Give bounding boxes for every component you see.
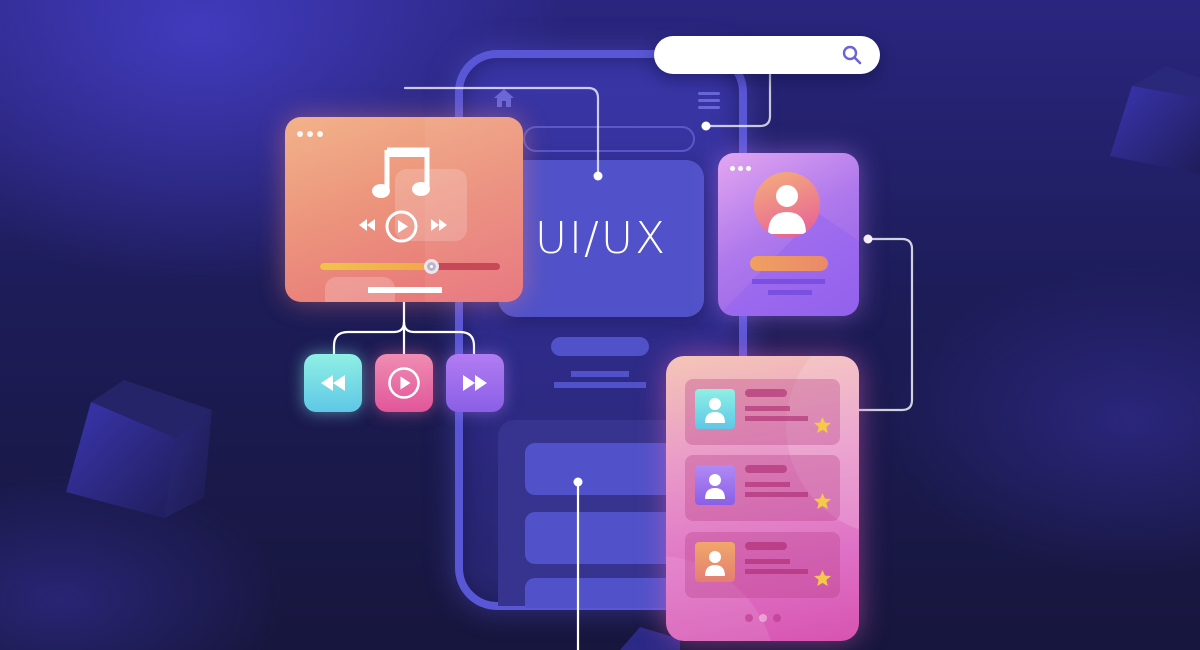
phone-address-bar[interactable] (523, 126, 695, 152)
phone-list-item[interactable] (525, 443, 685, 495)
star-icon[interactable] (813, 416, 832, 435)
play-icon[interactable] (385, 210, 418, 243)
decorative-cube-right (1110, 64, 1200, 174)
play-button[interactable] (375, 354, 433, 412)
music-note-icon (372, 147, 430, 198)
page-dot[interactable] (745, 614, 753, 622)
fast-forward-button[interactable] (446, 354, 504, 412)
page-dot[interactable] (773, 614, 781, 622)
rewind-icon (321, 375, 345, 391)
profile-name-bar (750, 256, 828, 271)
contact-list-card (666, 356, 859, 641)
more-dots-icon[interactable] (730, 166, 751, 171)
phone-pill-button[interactable] (551, 337, 649, 356)
user-avatar-icon (695, 389, 735, 429)
home-icon[interactable] (493, 88, 515, 108)
page-indicator[interactable] (745, 614, 781, 622)
decorative-cube-bottom (610, 625, 680, 650)
list-item[interactable] (685, 455, 840, 521)
hamburger-menu-icon[interactable] (698, 92, 720, 113)
more-dots-icon[interactable] (297, 131, 323, 137)
profile-text-line (768, 290, 812, 295)
star-icon[interactable] (813, 569, 832, 588)
phone-text-line (571, 371, 629, 377)
phone-list-item[interactable] (525, 578, 685, 608)
list-item[interactable] (685, 532, 840, 598)
profile-text-line (752, 279, 825, 284)
playback-progress-slider[interactable] (320, 259, 500, 274)
profile-card (718, 153, 859, 316)
phone-text-line (554, 382, 646, 388)
track-caption-line (368, 287, 442, 293)
user-avatar-icon (695, 465, 735, 505)
fast-forward-icon[interactable] (430, 218, 448, 232)
list-item[interactable] (685, 379, 840, 445)
progress-knob[interactable] (424, 259, 439, 274)
fast-forward-icon (463, 375, 487, 391)
uiux-title: UI/UX (534, 213, 668, 264)
user-avatar-icon[interactable] (754, 172, 820, 238)
search-input[interactable] (654, 36, 880, 74)
decorative-cube-left (66, 380, 216, 520)
page-dot-active[interactable] (759, 614, 767, 622)
music-player-card (285, 117, 523, 302)
uiux-hero-card: UI/UX (498, 160, 704, 317)
rewind-button[interactable] (304, 354, 362, 412)
search-icon[interactable] (842, 45, 862, 65)
star-icon[interactable] (813, 492, 832, 511)
user-avatar-icon (695, 542, 735, 582)
play-icon (388, 367, 420, 399)
rewind-icon[interactable] (358, 218, 376, 232)
phone-list-item[interactable] (525, 512, 685, 564)
